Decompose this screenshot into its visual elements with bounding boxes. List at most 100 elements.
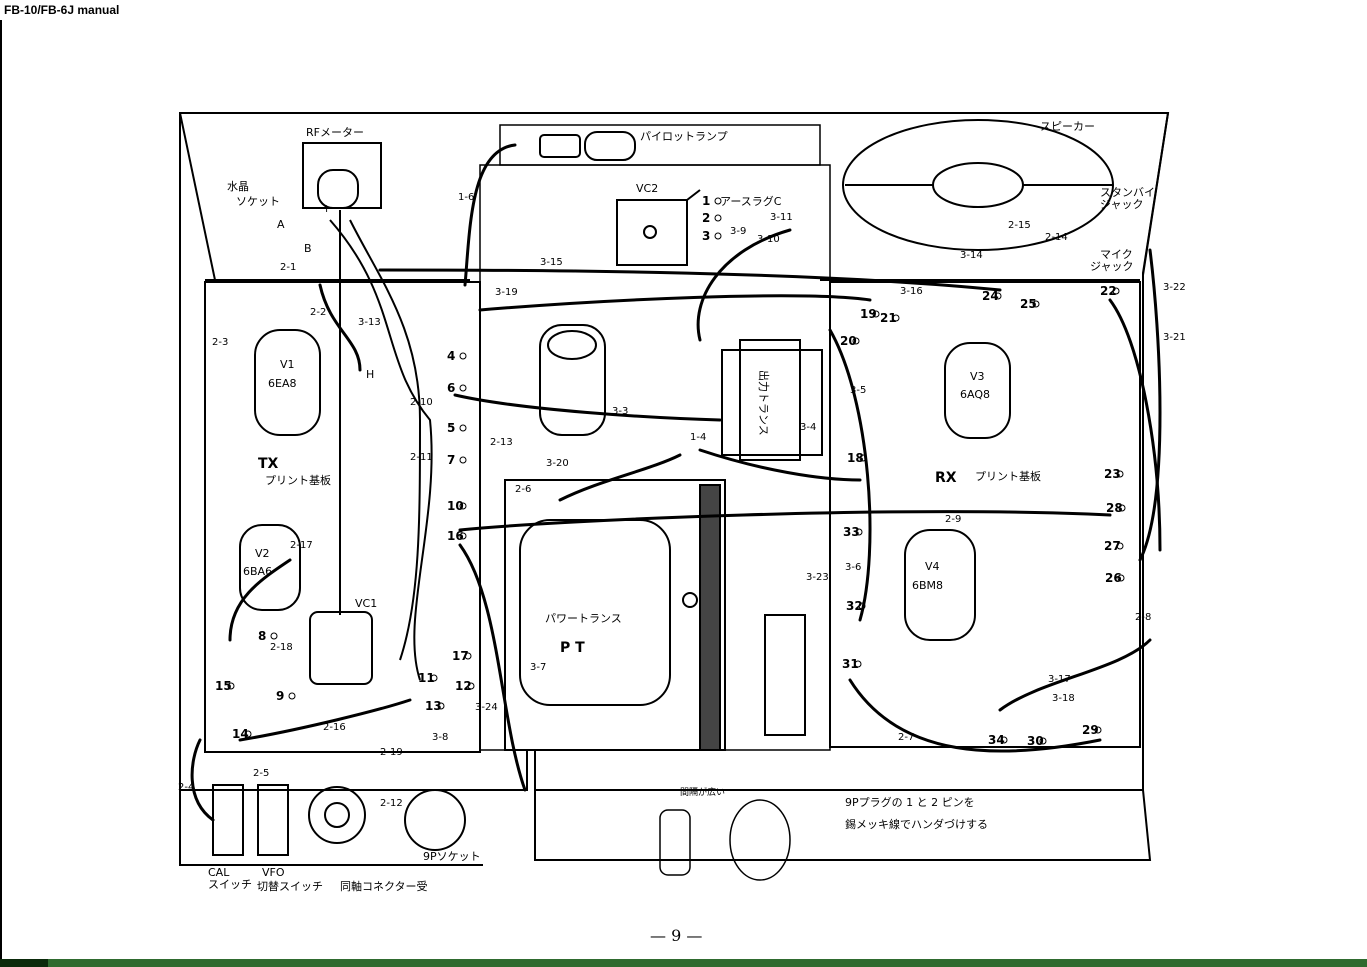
terminal-33: 33 bbox=[843, 525, 860, 539]
terminal-lug-8 bbox=[270, 632, 278, 640]
wire-label-3-7: 3-7 bbox=[530, 662, 546, 673]
terminal-lug-26 bbox=[1117, 574, 1125, 582]
wire-label-2-8: 2-8 bbox=[1135, 612, 1151, 623]
label-vc2: VC2 bbox=[636, 182, 658, 195]
label-rf-meter: RFメーター bbox=[306, 126, 364, 139]
terminal-lug-28 bbox=[1118, 504, 1126, 512]
status-strip bbox=[0, 959, 1367, 967]
wire-label-3-8: 3-8 bbox=[432, 732, 448, 743]
terminal-18: 18 bbox=[847, 451, 864, 465]
wire-label-3-14: 3-14 bbox=[960, 250, 983, 261]
wire-label-2-5: 2-5 bbox=[253, 768, 269, 779]
terminal-lug-7 bbox=[459, 456, 467, 464]
tube-v3-type: 6AQ8 bbox=[960, 388, 990, 401]
output-transformer bbox=[721, 339, 823, 461]
wire-label-3-23: 3-23 bbox=[806, 572, 829, 583]
tube-v4 bbox=[904, 529, 976, 641]
wire-label-3-5: 3-5 bbox=[850, 385, 866, 396]
tube-v2 bbox=[239, 524, 301, 611]
terminal-lug-18 bbox=[859, 454, 867, 462]
terminal-lug-20 bbox=[852, 337, 860, 345]
label-vc1: VC1 bbox=[355, 597, 377, 610]
terminal-29: 29 bbox=[1082, 723, 1099, 737]
tube-v4-type: 6BM8 bbox=[912, 579, 943, 592]
wire-label-2-9: 2-9 bbox=[945, 514, 961, 525]
terminal-6: 6 bbox=[447, 381, 455, 395]
terminal-2: 2 bbox=[702, 211, 710, 225]
wire-label-2-13: 2-13 bbox=[490, 437, 513, 448]
terminal-lug-24 bbox=[994, 292, 1002, 300]
terminal-14: 14 bbox=[232, 727, 249, 741]
terminal-lug-33 bbox=[855, 528, 863, 536]
wire-label-1-6: 1-6 bbox=[458, 192, 474, 203]
cal-switch bbox=[212, 784, 244, 856]
wire-label-2-17: 2-17 bbox=[290, 540, 313, 551]
wire-label-3-21: 3-21 bbox=[1163, 332, 1186, 343]
terminal-16: 16 bbox=[447, 529, 464, 543]
terminal-34: 34 bbox=[988, 733, 1005, 747]
label-mic-jack-2: ジャック bbox=[1090, 260, 1133, 273]
wire-label-3-24: 3-24 bbox=[475, 702, 498, 713]
document-header: FB-10/FB-6J manual bbox=[0, 0, 1367, 22]
terminal-26: 26 bbox=[1105, 571, 1122, 585]
twisted-pair bbox=[329, 219, 433, 681]
terminal-25: 25 bbox=[1020, 297, 1037, 311]
terminal-lug-14 bbox=[244, 730, 252, 738]
wire-label-3-19: 3-19 bbox=[495, 287, 518, 298]
meter-minus: − bbox=[346, 202, 355, 215]
wire-label-2-7: 2-7 bbox=[898, 732, 914, 743]
terminal-19: 19 bbox=[860, 307, 877, 321]
label-crystal-socket-2: ソケット bbox=[236, 195, 280, 208]
wire-label-2-11: 2-11 bbox=[410, 452, 433, 463]
terminal-lug-11 bbox=[430, 674, 438, 682]
wire-label-3-3: 3-3 bbox=[612, 406, 628, 417]
label-a: A bbox=[277, 218, 285, 231]
wire-label-2-19: 2-19 bbox=[380, 747, 403, 758]
label-pilot-lamp: パイロットランプ bbox=[640, 130, 728, 143]
terminal-3: 3 bbox=[702, 229, 710, 243]
wire-label-2-10: 2-10 bbox=[410, 397, 433, 408]
terminal-24: 24 bbox=[982, 289, 999, 303]
tube-v1-name: V1 bbox=[280, 358, 295, 371]
terminal-lug-5 bbox=[459, 424, 467, 432]
vfo-switch bbox=[257, 784, 289, 856]
terminal-lug-30 bbox=[1039, 737, 1047, 745]
tx-board bbox=[204, 281, 481, 753]
terminal-8: 8 bbox=[258, 629, 266, 643]
tube-v2-name: V2 bbox=[255, 547, 270, 560]
wire-label-1-4: 1-4 bbox=[690, 432, 706, 443]
terminal-22: 22 bbox=[1100, 284, 1117, 298]
wire-labels: 1-41-62-12-22-32-42-52-62-72-82-92-102-1… bbox=[178, 192, 1186, 809]
terminal-lug-25 bbox=[1032, 300, 1040, 308]
wire-label-2-4: 2-4 bbox=[178, 782, 194, 793]
terminal-9: 9 bbox=[276, 689, 284, 703]
terminal-32: 32 bbox=[846, 599, 863, 613]
pilot-lamp bbox=[539, 131, 636, 161]
terminal-lug-1 bbox=[714, 197, 722, 205]
label-output-trans: 出力トランス bbox=[757, 370, 771, 436]
terminal-lug-9 bbox=[288, 692, 296, 700]
terminal-lug-16 bbox=[459, 532, 467, 540]
vc1-capacitor bbox=[309, 210, 373, 685]
terminal-lug-31 bbox=[854, 660, 862, 668]
tube-center bbox=[539, 324, 606, 436]
wire-label-3-11: 3-11 bbox=[770, 212, 793, 223]
vc2-capacitor bbox=[616, 189, 701, 266]
label-standby-jack-2: ジャック bbox=[1100, 198, 1143, 211]
terminal-23: 23 bbox=[1104, 467, 1121, 481]
rf-meter bbox=[302, 142, 382, 209]
tube-v4-name: V4 bbox=[925, 560, 940, 573]
terminal-13: 13 bbox=[425, 699, 442, 713]
wire-label-3-16: 3-16 bbox=[900, 286, 923, 297]
terminal-lug-3 bbox=[714, 232, 722, 240]
terminal-lug-2 bbox=[714, 214, 722, 222]
tube-v3 bbox=[944, 342, 1011, 439]
wire-label-3-17: 3-17 bbox=[1048, 674, 1071, 685]
label-plug-note-2: 錫メッキ線でハンダづけする bbox=[845, 817, 988, 831]
terminal-lug-34 bbox=[1000, 736, 1008, 744]
label-cal-switch-1: CAL bbox=[208, 866, 230, 879]
label-b: B bbox=[304, 242, 312, 255]
label-earth-lug: アースラグC bbox=[720, 194, 782, 208]
wire-label-3-6: 3-6 bbox=[845, 562, 861, 573]
